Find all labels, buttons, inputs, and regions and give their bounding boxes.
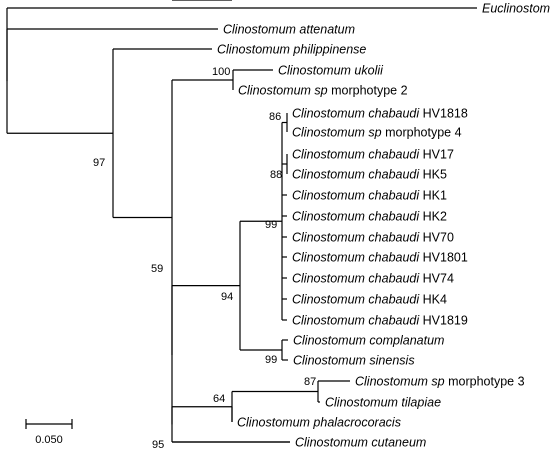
taxon-species-name: Clinostomum philippinense xyxy=(217,43,366,57)
bootstrap-value-n88: 88 xyxy=(270,169,282,181)
taxon-label: Clinostomum complanatum xyxy=(293,334,444,348)
taxon-label: Clinostomum chabaudi HV1801 xyxy=(292,251,468,265)
taxon-species-name: Clinostomum cutaneum xyxy=(295,436,426,450)
taxon-species-name: Clinostomum ukolii xyxy=(278,64,384,78)
bootstrap-value-n99b: 99 xyxy=(265,354,277,366)
taxon-species-name: Clinostomum complanatum xyxy=(293,334,444,348)
taxon-species-name: Clinostomum chabaudi xyxy=(292,231,420,245)
taxon-label: Clinostomum chabaudi HK5 xyxy=(292,168,447,182)
taxon-label: Clinostomum attenatum xyxy=(223,23,355,37)
taxon-strain-code: HV74 xyxy=(419,272,454,286)
taxon-label: Clinostomum chabaudi HV1819 xyxy=(292,314,468,328)
taxon-strain-code: HK2 xyxy=(419,210,447,224)
taxon-species-name: Clinostomum sp xyxy=(238,84,328,98)
taxon-label: Clinostomum chabaudi HV70 xyxy=(292,231,454,245)
bootstrap-value-n99a: 99 xyxy=(265,219,277,231)
bootstrap-value-n59: 59 xyxy=(151,263,163,275)
scale-bar-label: 0.050 xyxy=(35,434,63,446)
taxon-label: Clinostomum chabaudi HK4 xyxy=(292,293,447,307)
taxon-species-name: Clinostomum chabaudi xyxy=(292,168,420,182)
taxon-species-name: Clinostomum tilapiae xyxy=(325,396,441,410)
taxon-label: Clinostomum chabaudi HV74 xyxy=(292,272,454,286)
bootstrap-value-n94: 94 xyxy=(221,291,233,303)
taxon-label: Clinostomum sp morphotype 3 xyxy=(355,375,525,389)
taxon-strain-code: HK4 xyxy=(419,293,447,307)
taxon-label: Clinostomum chabaudi HV17 xyxy=(292,148,454,162)
taxon-label: Clinostomum chabaudi HK1 xyxy=(292,189,447,203)
bootstrap-value-n87: 87 xyxy=(304,376,316,388)
taxon-strain-code: morphotype 4 xyxy=(382,126,462,140)
taxon-species-name: Clinostomum chabaudi xyxy=(292,272,420,286)
taxon-label: Clinostomum cutaneum xyxy=(295,436,426,450)
taxon-strain-code: HV1819 xyxy=(419,314,468,328)
taxon-strain-code: HV17 xyxy=(419,148,454,162)
taxon-label: Clinostomum philippinense xyxy=(217,43,366,57)
taxon-strain-code: morphotype 3 xyxy=(445,375,525,389)
taxon-strain-code: morphotype 2 xyxy=(328,84,408,98)
taxon-species-name: Clinostomum sp xyxy=(355,375,445,389)
taxon-species-name: Clinostomum chabaudi xyxy=(292,251,420,265)
taxon-species-name: Clinostomum chabaudi xyxy=(292,148,420,162)
taxon-label: Clinostomum ukolii xyxy=(278,64,384,78)
taxon-label: Clinostomum sp morphotype 4 xyxy=(292,126,462,140)
taxon-label: Euclinostomum heterostomum xyxy=(482,2,550,16)
taxon-species-name: Euclinostomum heterostomum xyxy=(482,2,550,16)
taxon-label: Clinostomum chabaudi HK2 xyxy=(292,210,447,224)
taxon-label: Clinostomum tilapiae xyxy=(325,396,441,410)
taxon-species-name: Clinostomum chabaudi xyxy=(292,293,420,307)
taxon-species-name: Clinostomum attenatum xyxy=(223,23,355,37)
bootstrap-value-n86: 86 xyxy=(269,111,281,123)
taxon-species-name: Clinostomum phalacrocoracis xyxy=(237,416,401,430)
taxon-species-name: Clinostomum chabaudi xyxy=(292,107,420,121)
taxon-species-name: Clinostomum chabaudi xyxy=(292,189,420,203)
taxon-strain-code: HV70 xyxy=(419,231,454,245)
taxon-label: Clinostomum chabaudi HV1818 xyxy=(292,107,468,121)
bootstrap-value-n64: 64 xyxy=(213,393,225,405)
taxon-strain-code: HK5 xyxy=(419,168,447,182)
taxon-label: Clinostomum sinensis xyxy=(293,354,415,368)
taxon-label: Clinostomum sp morphotype 2 xyxy=(238,84,408,98)
taxon-label: Clinostomum phalacrocoracis xyxy=(237,416,401,430)
taxon-species-name: Clinostomum chabaudi xyxy=(292,314,420,328)
taxon-strain-code: HK1 xyxy=(419,189,447,203)
bootstrap-value-n97: 97 xyxy=(93,157,105,169)
taxon-species-name: Clinostomum chabaudi xyxy=(292,210,420,224)
taxon-species-name: Clinostomum sp xyxy=(292,126,382,140)
bootstrap-value-n100: 100 xyxy=(212,66,230,78)
taxon-strain-code: HV1818 xyxy=(419,107,468,121)
taxon-strain-code: HV1801 xyxy=(419,251,468,265)
taxon-species-name: Clinostomum sinensis xyxy=(293,354,415,368)
bootstrap-value-n95: 95 xyxy=(152,439,164,451)
